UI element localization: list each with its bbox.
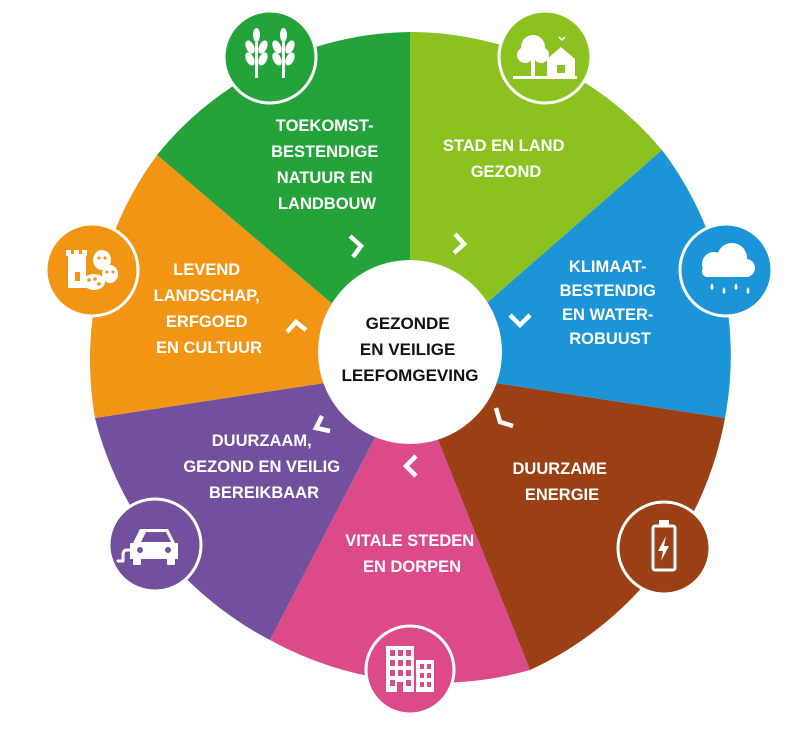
segment-label-bereikbaar: DUURZAAM, GEZOND EN VEILIG BEREIKBAAR xyxy=(183,432,344,502)
direction-chevrons xyxy=(285,232,532,478)
center-circle xyxy=(318,260,502,444)
rain-cloud-icon xyxy=(678,222,774,318)
segment-labels: TOEKOMST- BESTENDIGE NATUUR EN LANDBOUW … xyxy=(154,117,661,576)
chevron-icon xyxy=(348,234,365,259)
chevron-icon xyxy=(452,232,468,255)
chevron-icon xyxy=(493,407,514,429)
wheat-badge xyxy=(222,9,318,105)
chevron-icon xyxy=(508,313,532,329)
center-label: GEZONDE EN VEILIGE LEEFOMGEVING xyxy=(342,314,479,385)
battery-icon xyxy=(616,500,712,596)
culture-heritage-icon xyxy=(44,222,140,318)
segment-label-steden: VITALE STEDEN EN DORPEN xyxy=(345,532,479,576)
chevron-icon xyxy=(285,318,308,334)
wheat-icon xyxy=(222,9,318,105)
icon-badges xyxy=(44,9,774,716)
segment-label-energie: DUURZAME ENERGIE xyxy=(512,460,611,504)
segment-label-stad-land: STAD EN LAND GEZOND xyxy=(443,137,569,181)
segment-label-natuur: TOEKOMST- BESTENDIGE NATUUR EN LANDBOUW xyxy=(271,117,383,213)
segment-steden-shape xyxy=(270,370,530,683)
electric-car-icon xyxy=(107,497,203,593)
buildings-icon xyxy=(364,624,456,716)
culture-badge xyxy=(44,222,140,318)
segment-label-klimaat: KLIMAAT- BESTENDIG EN WATER- ROBUUST xyxy=(560,258,661,348)
center-hub: GEZONDE EN VEILIGE LEEFOMGEVING xyxy=(318,260,502,444)
segment-energie-shape xyxy=(410,370,725,670)
segment-label-landschap: LEVEND LANDSCHAP, ERFGOED EN CULTUUR xyxy=(154,261,265,357)
segment-bereikbaar-shape xyxy=(95,370,410,640)
chevron-icon xyxy=(312,414,331,434)
tree-house-icon xyxy=(497,9,593,105)
chevron-icon xyxy=(402,454,418,478)
